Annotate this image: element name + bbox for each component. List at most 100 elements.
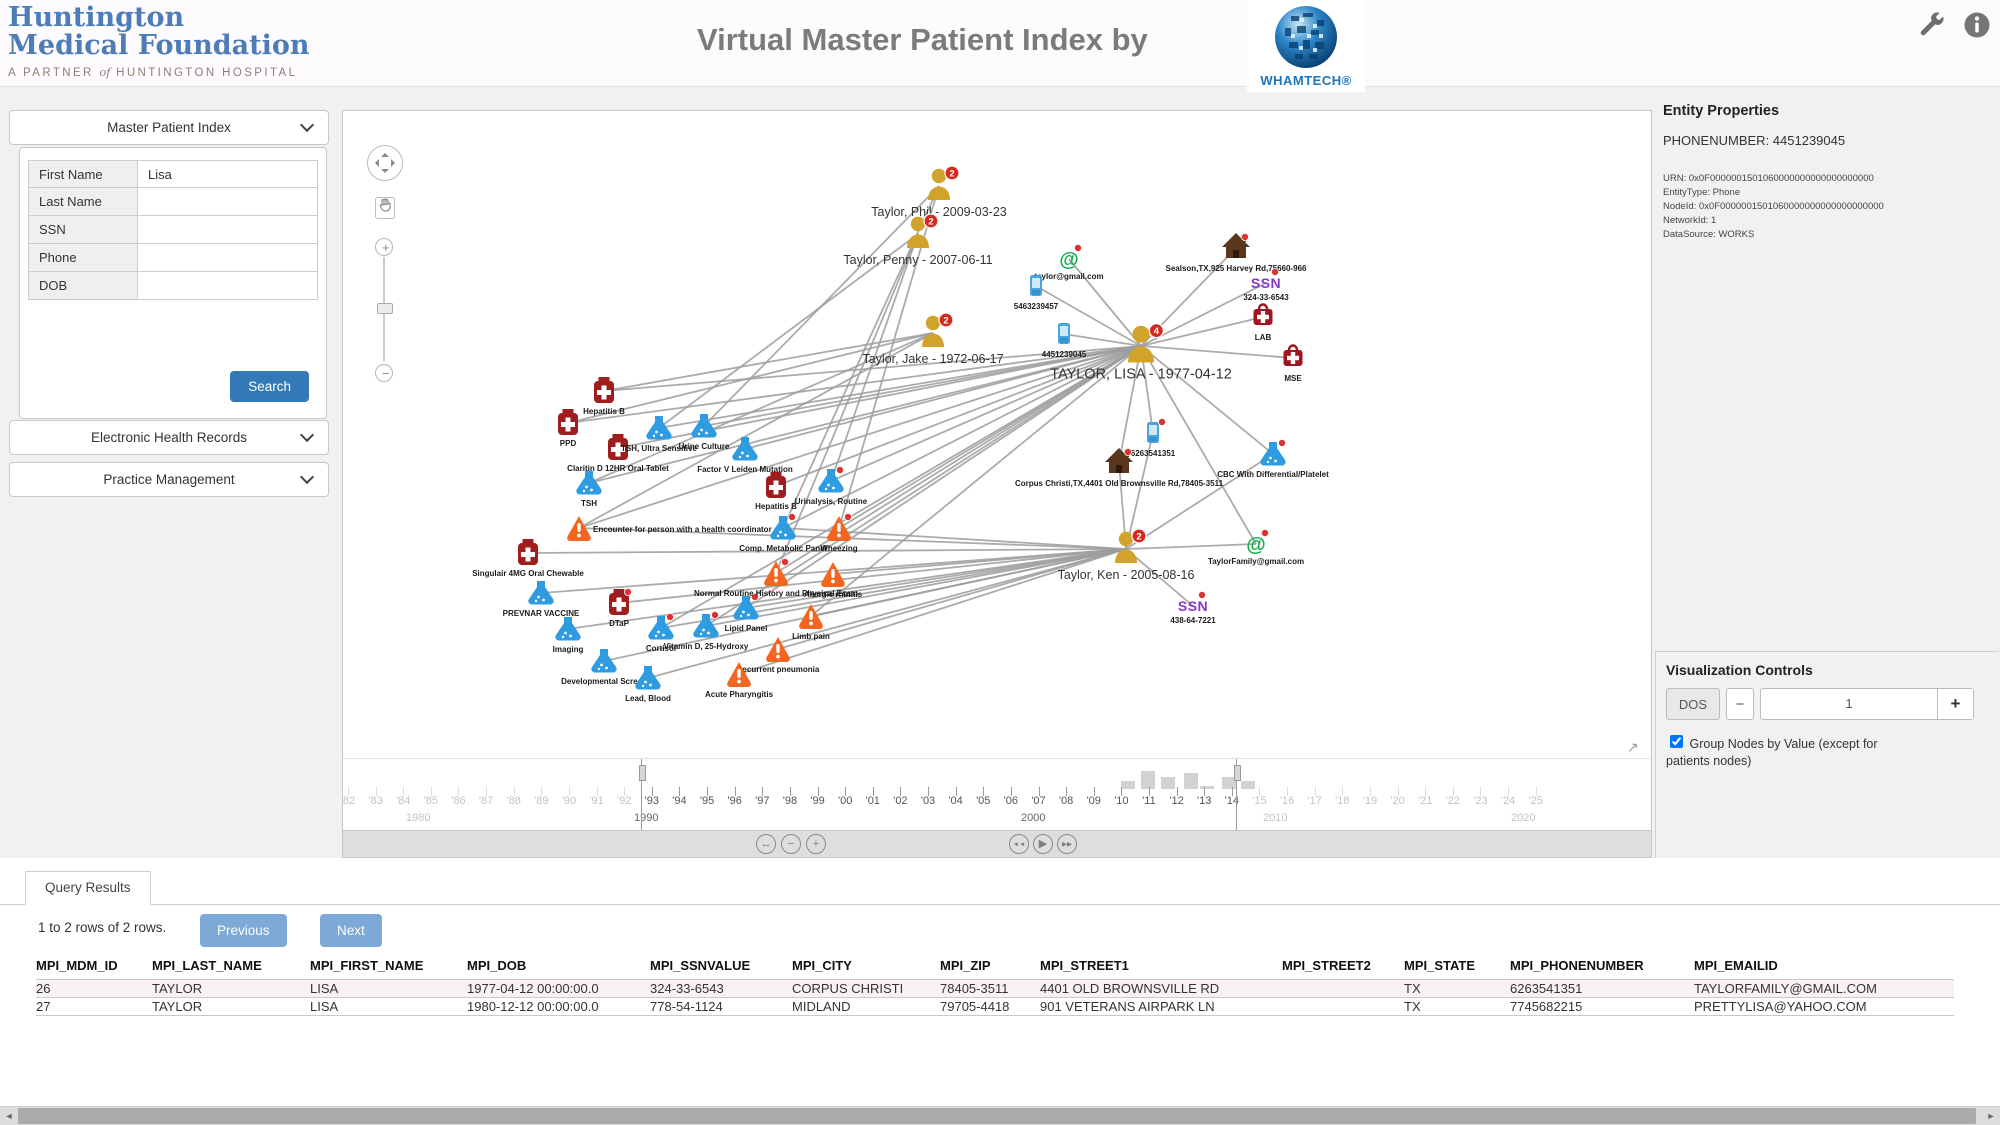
accordion-practice-management[interactable]: Practice Management: [9, 462, 329, 497]
scroll-right-icon[interactable]: ►: [1982, 1107, 2000, 1125]
graph-node-bag2[interactable]: MSE: [1283, 344, 1303, 384]
column-header[interactable]: MPI_PHONENUMBER: [1510, 958, 1644, 973]
fast-forward-button[interactable]: ▶▶: [1057, 834, 1077, 854]
accordion-master-patient-index[interactable]: Master Patient Index: [9, 110, 329, 145]
column-header[interactable]: MPI_STREET2: [1282, 958, 1371, 973]
fit-horizontal-button[interactable]: ↔: [756, 834, 776, 854]
column-header[interactable]: MPI_EMAILID: [1694, 958, 1778, 973]
graph-node-ua[interactable]: Urinalysis, Routine: [795, 465, 868, 506]
timeline[interactable]: '82'83'84'85'86'87'88'89'90'91'92'93'94'…: [343, 758, 1651, 831]
pan-left-icon[interactable]: [371, 159, 379, 167]
graph-node-wheezing[interactable]: Wheezing: [820, 512, 858, 553]
tab-query-results[interactable]: Query Results: [25, 871, 151, 905]
graph-node-limb[interactable]: Limb pain: [792, 604, 830, 641]
rewind-button[interactable]: ◄◄: [1009, 834, 1029, 854]
hand-tool-button[interactable]: [375, 197, 395, 219]
graph-zoom-out-button[interactable]: −: [375, 364, 393, 382]
graph-node-pneumonia[interactable]: Recurrent pneumonia: [737, 637, 820, 674]
graph-node-uc[interactable]: Urine Culture: [679, 414, 730, 451]
graph-node-phone2[interactable]: 4451239045: [1042, 323, 1087, 359]
info-icon[interactable]: [1962, 10, 1992, 40]
graph-node-prevnar[interactable]: PREVNAR VACCINE: [503, 581, 580, 618]
expand-corner-icon[interactable]: ↗: [1627, 739, 1639, 755]
column-header[interactable]: MPI_FIRST_NAME: [310, 958, 424, 973]
graph-node-email2[interactable]: @TaylorFamily@gmail.com: [1208, 528, 1304, 566]
previous-button[interactable]: Previous: [200, 914, 287, 947]
pan-up-icon[interactable]: [381, 149, 389, 157]
pan-control[interactable]: [367, 145, 403, 181]
graph-node-singulair[interactable]: Singulair 4MG Oral Chewable: [472, 539, 584, 578]
graph-node-dtap[interactable]: DTaP: [609, 587, 632, 628]
column-header[interactable]: MPI_ZIP: [940, 958, 991, 973]
timeline-range-handle[interactable]: [641, 759, 642, 831]
column-header[interactable]: MPI_DOB: [467, 958, 527, 973]
graph-node-cbc[interactable]: CBC With Differential/Platelet: [1217, 438, 1329, 479]
graph-node-fvl[interactable]: Factor V Leiden Mutation: [697, 437, 793, 474]
zoom-in-button[interactable]: +: [806, 834, 826, 854]
zoom-slider-handle[interactable]: [377, 303, 393, 314]
degree-decrease-button[interactable]: −: [1726, 688, 1754, 720]
graph-node-tsh[interactable]: TSH: [576, 471, 602, 508]
horizontal-scrollbar[interactable]: ◄ ►: [0, 1106, 2000, 1125]
column-header[interactable]: MPI_STREET1: [1040, 958, 1129, 973]
zoom-out-button[interactable]: −: [781, 834, 801, 854]
ssn-field[interactable]: [138, 216, 317, 243]
column-header[interactable]: MPI_LAST_NAME: [152, 958, 262, 973]
column-header[interactable]: MPI_MDM_ID: [36, 958, 118, 973]
graph-node-bag1[interactable]: LAB: [1253, 303, 1273, 343]
dos-button[interactable]: DOS: [1666, 688, 1720, 720]
graph-node-email1[interactable]: @taylor@gmail.com: [1034, 243, 1104, 281]
next-button[interactable]: Next: [320, 914, 382, 947]
graph-node-cortisol[interactable]: Cortisol: [646, 612, 676, 653]
graph-node-cmp[interactable]: Comp. Metabolic Panel: [739, 512, 827, 553]
last-name-field[interactable]: [138, 188, 317, 215]
column-header[interactable]: MPI_STATE: [1404, 958, 1476, 973]
column-header[interactable]: MPI_SSNVALUE: [650, 958, 751, 973]
degree-of-separation-value[interactable]: 1: [1845, 696, 1853, 711]
graph-node-house1[interactable]: Sealson,TX,925 Harvey Rd,75660-966: [1166, 232, 1308, 273]
graph-node-ppd[interactable]: PPD: [558, 409, 578, 448]
graph-node-hepb2[interactable]: Hepatitis B: [755, 472, 797, 511]
first-name-field[interactable]: [138, 161, 317, 187]
group-nodes-checkbox[interactable]: [1670, 735, 1683, 748]
graph-node-phone1[interactable]: 5463239457: [1014, 275, 1059, 311]
graph-node-phone3[interactable]: 6263541351: [1131, 417, 1176, 458]
graph-node-imaging[interactable]: Imaging: [553, 617, 584, 654]
graph-node-allergic[interactable]: Allergic rhinitis: [804, 562, 863, 599]
graph-node-pharyngitis[interactable]: Acute Pharyngitis: [705, 662, 774, 699]
scroll-left-icon[interactable]: ◄: [0, 1107, 18, 1125]
pan-down-icon[interactable]: [381, 169, 389, 177]
graph-node-lead[interactable]: Lead, Blood: [625, 666, 671, 703]
graph-node-devscreen[interactable]: Developmental Screen: [561, 649, 647, 686]
graph-node-claritin[interactable]: Claritin D 12HR Oral Tablet: [567, 434, 669, 473]
graph-node-enc[interactable]: Encounter for person with a health coord…: [567, 516, 772, 541]
graph-node-house2[interactable]: Corpus Christi,TX,4401 Old Brownsville R…: [1015, 447, 1224, 488]
column-header[interactable]: MPI_CITY: [792, 958, 852, 973]
wrench-icon[interactable]: [1916, 10, 1946, 40]
phone-field[interactable]: [138, 244, 317, 271]
timeline-range-handle-grip[interactable]: [1234, 765, 1241, 781]
scrollbar-thumb[interactable]: [18, 1108, 1976, 1124]
degree-increase-button[interactable]: +: [1937, 689, 1973, 719]
accordion-electronic-health-records[interactable]: Electronic Health Records: [9, 420, 329, 455]
graph-node-lipid[interactable]: Lipid Panel: [725, 592, 768, 633]
graph-node-vitd[interactable]: Vitamin D, 25-Hydroxy: [664, 610, 749, 651]
play-button[interactable]: ▶: [1033, 834, 1053, 854]
graph-node-tshu[interactable]: TSH, Ultra Sensitive: [621, 416, 698, 453]
dob-field[interactable]: [138, 272, 317, 299]
timeline-range-handle-grip[interactable]: [639, 765, 646, 781]
graph-node-normhist[interactable]: Normal Routine History and Physical Exam: [694, 557, 858, 598]
search-button[interactable]: Search: [230, 371, 309, 402]
timeline-range-handle[interactable]: [1236, 759, 1237, 831]
graph-zoom-in-button[interactable]: +: [375, 238, 393, 256]
pan-right-icon[interactable]: [391, 159, 399, 167]
